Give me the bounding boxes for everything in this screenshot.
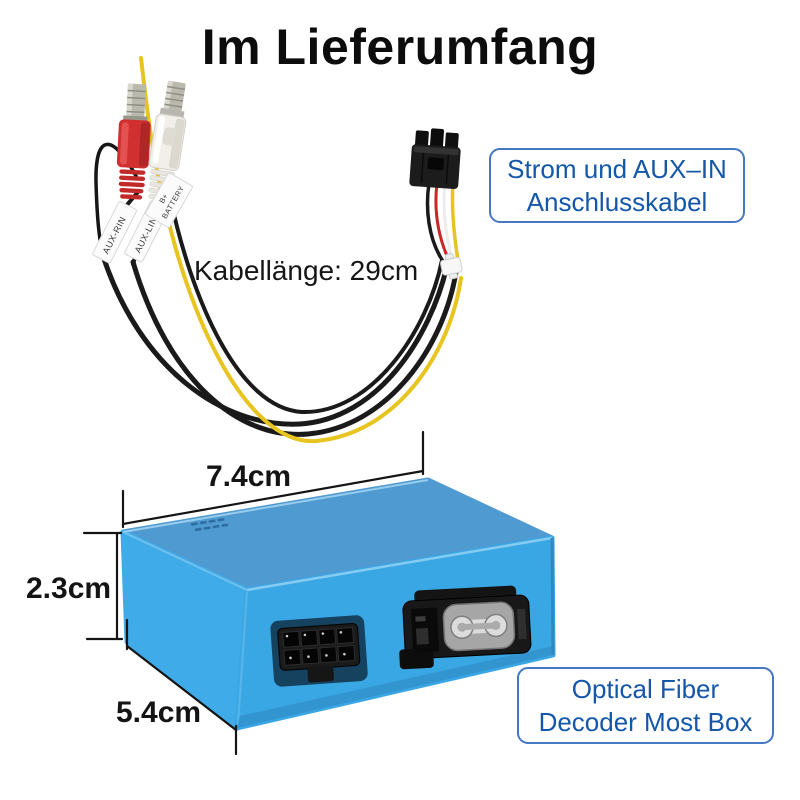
bundle-wire-black-2	[130, 259, 459, 437]
body-shade	[168, 118, 185, 169]
dimension-line-width	[121, 430, 425, 529]
dimension-height-label: 2.3cm	[26, 572, 112, 605]
bundle-wire-yellow	[160, 190, 463, 444]
tip-highlight	[126, 83, 134, 118]
cable-assembly: AUX-RIN AUX-LIN B+ BATTERY	[92, 56, 463, 444]
plug-prong	[414, 130, 429, 149]
optical-slot-small	[415, 616, 426, 622]
cable-length-label: Kabellänge: 29cm	[194, 255, 419, 286]
dimension-lines	[82, 430, 425, 756]
cable-tie	[440, 253, 463, 280]
plug-prong	[444, 132, 459, 152]
callout-cable: Strom und AUX–IN Anschlusskabel	[489, 148, 745, 223]
rca-rib	[118, 181, 145, 188]
power-socket-connector	[270, 615, 368, 687]
vent-holes	[190, 518, 229, 532]
optical-slot-right	[517, 608, 527, 640]
rca-collar	[159, 107, 185, 119]
callout-cable-line1: Strom und AUX–IN	[507, 153, 727, 184]
dimension-line-depth	[125, 618, 238, 756]
callout-box-line2: Decoder Most Box	[538, 706, 753, 737]
peanut-hole-left	[457, 622, 467, 632]
rca-rib	[119, 187, 144, 194]
plug-wire-black	[425, 181, 443, 260]
rca-rib	[120, 194, 143, 200]
rca-red-connector	[116, 83, 151, 200]
plug-prong	[429, 128, 444, 149]
callout-cable-line2: Anschlusskabel	[526, 186, 708, 217]
callout-box-line1: Optical Fiber	[571, 673, 720, 704]
decoder-box	[120, 477, 556, 731]
plug-wire-red	[434, 181, 449, 258]
body-highlight	[119, 122, 129, 165]
tag-body	[145, 172, 193, 228]
bundle-wire-black-3	[168, 195, 444, 415]
tip-highlight	[163, 80, 174, 112]
tag-body	[92, 201, 137, 264]
body-highlight	[152, 116, 166, 164]
body-shade	[138, 122, 150, 167]
dimension-line-height	[82, 531, 124, 641]
optical-lower-lip	[399, 647, 434, 670]
power-plug-connector	[409, 128, 461, 190]
optical-slot-large	[415, 627, 429, 645]
bottom-shade	[237, 646, 553, 728]
peanut-channel	[461, 622, 496, 631]
rca-rib	[119, 175, 146, 182]
dimension-depth-label: 5.4cm	[116, 696, 202, 729]
plug-highlight	[413, 146, 459, 156]
socket-key-stem	[307, 665, 334, 683]
tie-head	[440, 256, 463, 276]
bundle-wire-black-1	[100, 253, 450, 427]
page-title: Im Lieferumfang	[201, 19, 599, 75]
peanut-hole-right	[491, 620, 501, 630]
socket-pins	[285, 631, 346, 660]
callout-box: Optical Fiber Decoder Most Box	[517, 667, 774, 744]
rca-rib	[119, 169, 146, 175]
plug-latch	[427, 157, 444, 171]
dimension-width-label: 7.4cm	[206, 460, 292, 493]
optical-connector	[399, 585, 532, 670]
grip-slot	[162, 127, 177, 146]
